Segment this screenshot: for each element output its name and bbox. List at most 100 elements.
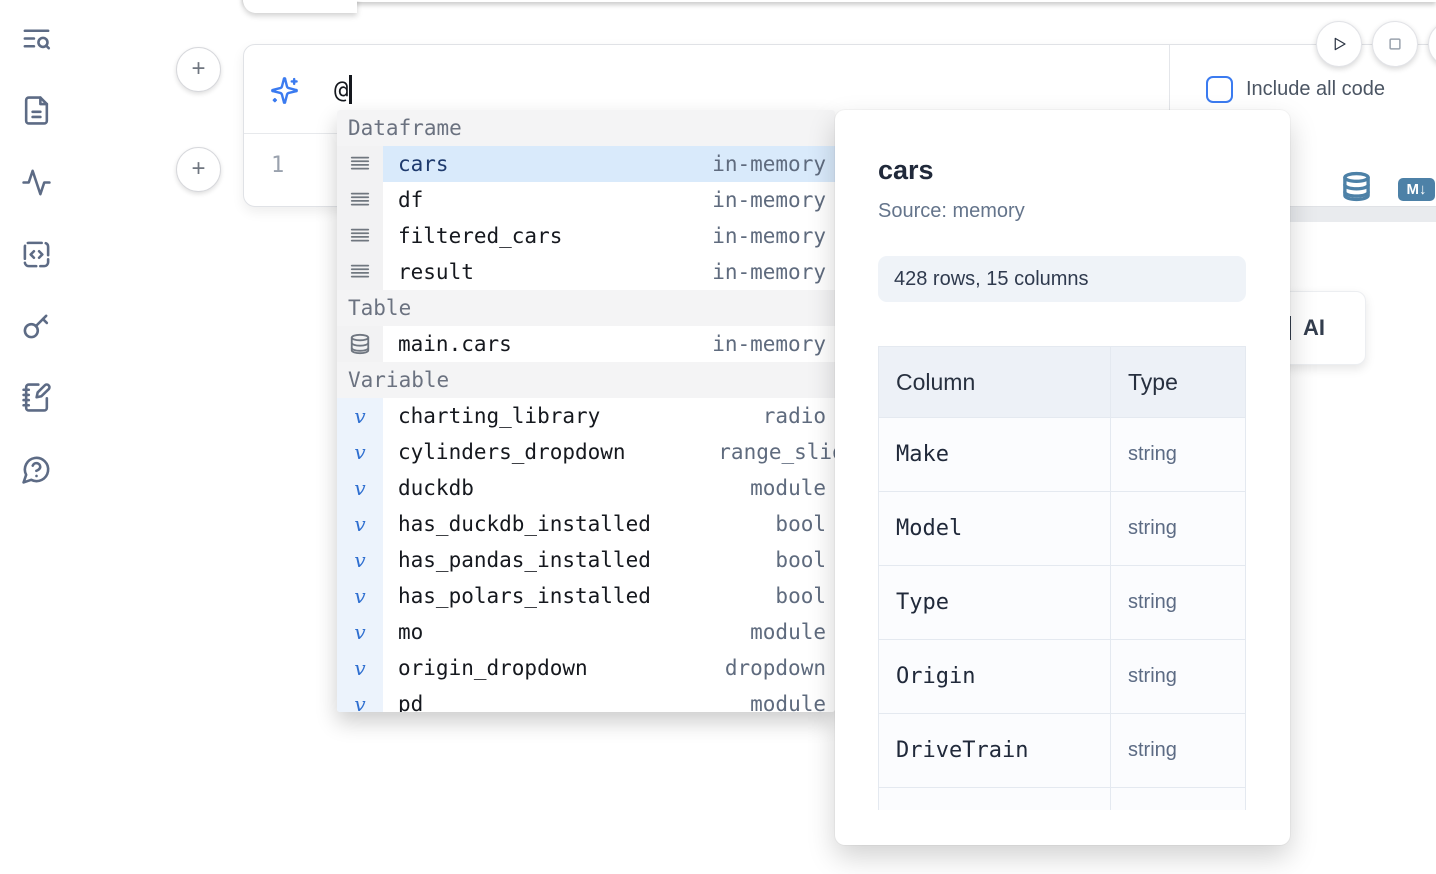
ai-button-label: AI [1303, 315, 1325, 340]
item-label: filtered_cars [398, 224, 563, 248]
line-number: 1 [271, 153, 285, 178]
item-type: bool [775, 584, 826, 608]
item-label: main.cars [398, 332, 512, 356]
item-label: cars [398, 152, 449, 176]
column-type: string [1128, 517, 1177, 539]
item-label: cylinders_dropdown [398, 440, 626, 464]
variable-icon: v [337, 578, 383, 614]
activity-icon[interactable] [18, 164, 54, 200]
more-actions-button[interactable] [1428, 21, 1436, 67]
cell-options-column: Include all code M↓ [1170, 45, 1436, 206]
variable-icon: v [337, 398, 383, 434]
completion-item-cylinders_dropdown[interactable]: v cylinders_dropdown range_slider [337, 434, 835, 470]
item-label: charting_library [398, 404, 601, 428]
item-type: in-memory [712, 152, 826, 176]
rows-icon [337, 182, 383, 218]
item-type: module [750, 620, 826, 644]
column-type [1111, 788, 1245, 810]
variable-icon: v [337, 434, 383, 470]
stop-button[interactable] [1372, 21, 1418, 67]
column-name [879, 788, 1111, 810]
completion-item-has_pandas_installed[interactable]: v has_pandas_installed bool [337, 542, 835, 578]
column-type: string [1128, 739, 1177, 761]
key-icon[interactable] [18, 307, 54, 343]
column-name: Make [879, 418, 1111, 491]
item-label: pd [398, 692, 424, 712]
item-type: in-memory [712, 332, 826, 356]
help-bubble-icon[interactable] [18, 451, 54, 487]
run-cell-button[interactable] [1316, 21, 1362, 67]
text-caret [349, 75, 352, 104]
code-editor[interactable]: 1 [244, 134, 1169, 206]
completion-item-result[interactable]: result in-memory [337, 254, 835, 290]
completion-item-main.cars[interactable]: main.cars in-memory [337, 326, 835, 362]
schema-row-Model: Model string [879, 492, 1245, 566]
run-controls [1316, 21, 1436, 67]
item-type: in-memory [712, 260, 826, 284]
column-name: Origin [879, 640, 1111, 713]
schema-row-clipped [879, 788, 1245, 810]
column-type: string [1128, 591, 1177, 613]
column-type: string [1128, 443, 1177, 465]
markdown-convert-icon[interactable]: M↓ [1398, 177, 1435, 201]
file-text-icon[interactable] [18, 92, 54, 128]
completion-section-dataframe: Dataframe [337, 110, 835, 146]
dataframe-preview-panel: cars Source: memory 428 rows, 15 columns… [835, 110, 1290, 845]
prompt-value: @ [334, 75, 352, 104]
variable-icon: v [337, 506, 383, 542]
item-label: origin_dropdown [398, 656, 588, 680]
item-type: bool [775, 512, 826, 536]
item-label: has_duckdb_installed [398, 512, 651, 536]
sparkles-icon [270, 76, 299, 105]
include-all-code-checkbox[interactable] [1206, 76, 1233, 103]
column-name: DriveTrain [879, 714, 1111, 787]
add-cell-below-button[interactable]: + [176, 147, 221, 192]
panel-title: cars [878, 155, 934, 185]
stop-icon [1389, 38, 1401, 50]
item-type: bool [775, 548, 826, 572]
column-header: Column [879, 347, 1111, 417]
play-icon [1334, 37, 1346, 51]
item-type: range_slider [718, 440, 835, 464]
completion-item-cars[interactable]: cars in-memory [337, 146, 835, 182]
code-square-icon[interactable] [18, 236, 54, 272]
rows-icon [337, 254, 383, 290]
schema-row-Make: Make string [879, 418, 1245, 492]
list-search-icon[interactable] [18, 20, 54, 56]
add-cell-above-button[interactable]: + [176, 47, 221, 92]
item-type: in-memory [712, 188, 826, 212]
sidebar [0, 0, 72, 874]
include-all-code-label: Include all code [1246, 78, 1385, 100]
column-name: Model [879, 492, 1111, 565]
include-all-code-toggle[interactable]: Include all code [1206, 76, 1385, 103]
variable-icon: v [337, 650, 383, 686]
notebook-pen-icon[interactable] [18, 379, 54, 415]
completion-item-has_duckdb_installed[interactable]: v has_duckdb_installed bool [337, 506, 835, 542]
item-label: has_pandas_installed [398, 548, 651, 572]
item-label: duckdb [398, 476, 474, 500]
variable-icon: v [337, 542, 383, 578]
variable-icon: v [337, 686, 383, 712]
variable-icon: v [337, 470, 383, 506]
shape-badge: 428 rows, 15 columns [878, 256, 1246, 302]
item-type: module [750, 476, 826, 500]
item-label: result [398, 260, 474, 284]
completion-section-variable: Variable [337, 362, 835, 398]
item-label: mo [398, 620, 424, 644]
completion-section-table: Table [337, 290, 835, 326]
database-icon[interactable] [1341, 171, 1372, 207]
variable-icon: v [337, 614, 383, 650]
